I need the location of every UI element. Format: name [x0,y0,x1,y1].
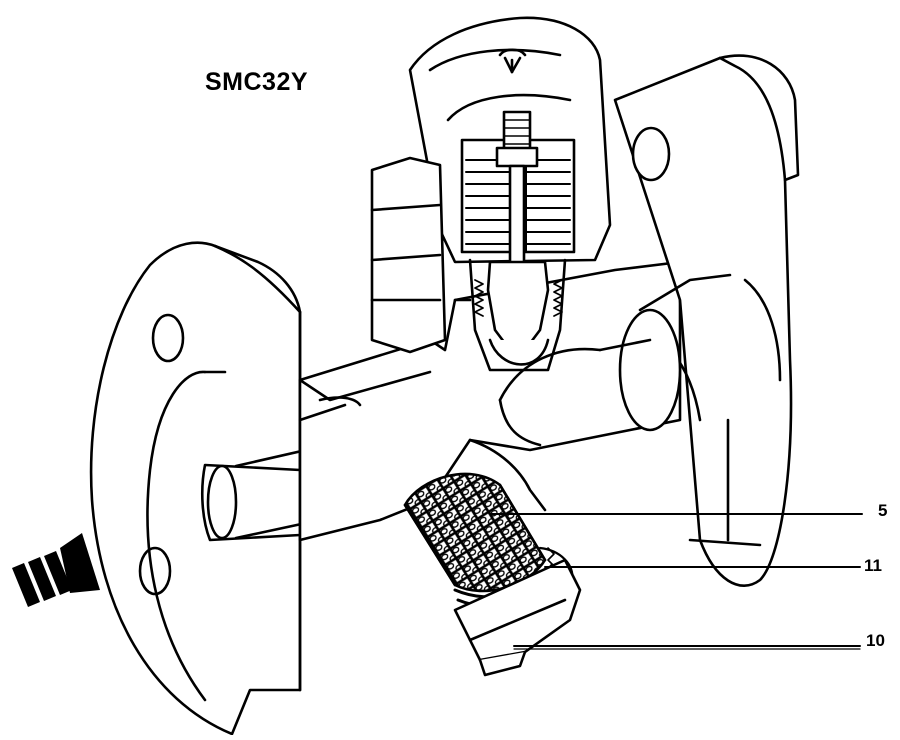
strainer-cap [453,546,582,677]
valve-body [298,260,682,542]
inlet-flange [89,241,302,736]
outlet-flange [613,54,800,587]
flow-direction-arrow-icon [12,533,100,607]
strainer-screen-icon [403,472,547,593]
valve-seat [468,258,567,372]
callout-number-cap: 10 [866,631,885,650]
outlet-bore [498,308,682,447]
model-title: SMC32Y [205,68,309,96]
bolt-hole [151,313,185,363]
bolt-hole [138,546,172,596]
bolt-hole [631,126,671,182]
valve-stem [486,110,550,366]
leader-lines [491,513,863,650]
callout-number-gasket: 11 [864,556,882,575]
hex-body [370,156,447,354]
callout-number-strainer: 5 [878,501,888,520]
